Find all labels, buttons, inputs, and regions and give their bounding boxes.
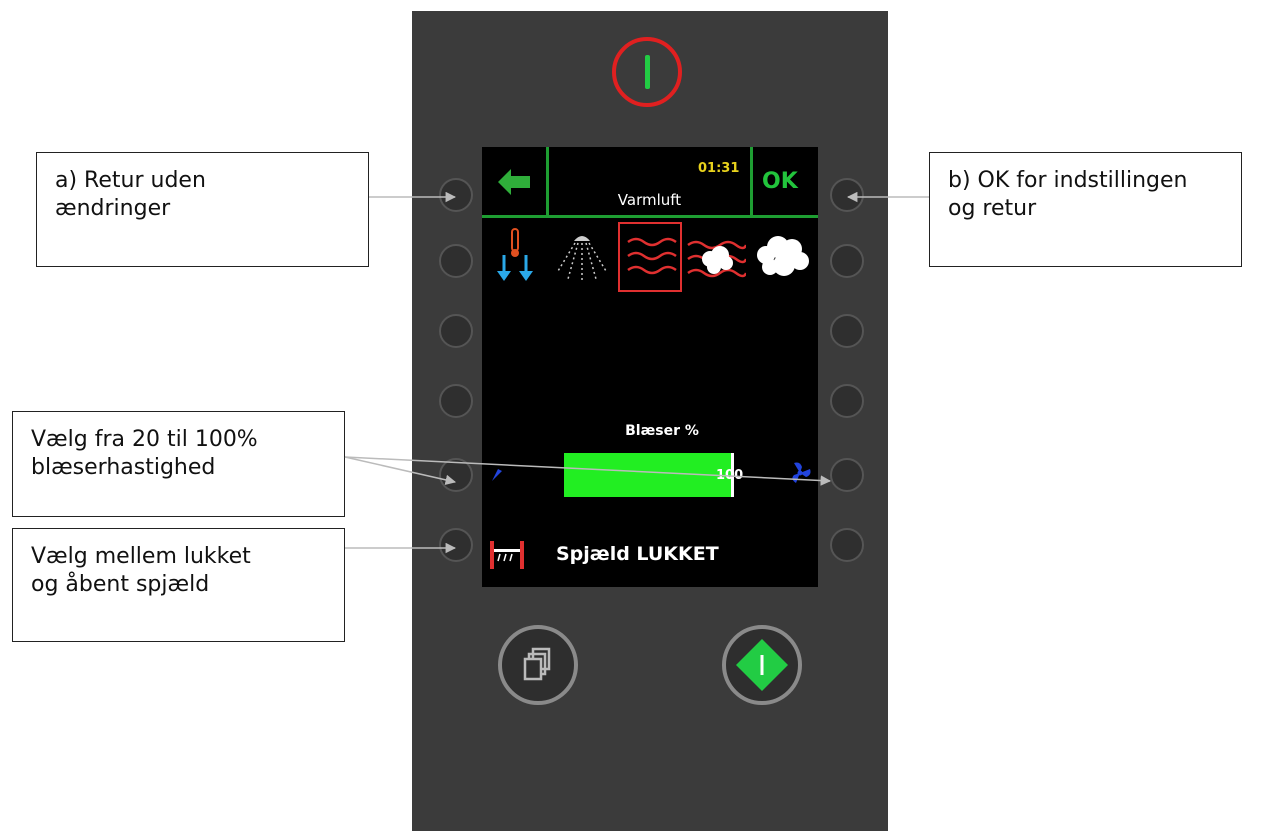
side-button-right-1[interactable] [830,178,864,212]
side-button-right-4[interactable] [830,384,864,418]
callout-damper: Vælg mellem lukket og åbent spjæld [12,528,345,642]
side-button-left-6[interactable] [439,528,473,562]
copy-pages-icon [523,647,551,681]
header-divider-right [750,147,753,215]
back-arrow-icon[interactable] [498,169,530,195]
fan-high-icon[interactable] [788,461,812,485]
side-button-left-3[interactable] [439,314,473,348]
callout-fan-speed: Vælg fra 20 til 100% blæserhastighed [12,411,345,517]
side-button-left-2[interactable] [439,244,473,278]
fan-speed-value: 100 [716,468,744,483]
thermometer-down-icon[interactable] [488,225,548,285]
side-button-left-1[interactable] [439,178,473,212]
shower-icon[interactable] [552,225,612,285]
fan-label: Blæser % [625,423,699,439]
fan-speed-fill [564,453,734,497]
header-divider-left [546,147,549,215]
power-icon [644,55,650,89]
cloud-icon[interactable] [752,225,812,285]
cloud-waves-icon[interactable] [686,225,746,285]
callout-ok: b) OK for indstillingen og retur [929,152,1242,267]
callout-return: a) Retur uden ændringer [36,152,369,267]
side-button-left-5[interactable] [439,458,473,492]
damper-status: Spjæld LUKKET [556,543,719,565]
start-diamond-icon [736,639,788,691]
side-button-right-2[interactable] [830,244,864,278]
start-button[interactable] [722,625,802,705]
programs-button[interactable] [498,625,578,705]
program-title: Varmluft [617,191,682,209]
fan-low-icon[interactable] [488,465,506,483]
power-button[interactable] [612,37,682,107]
display-screen: 01:31 Varmluft OK [482,147,818,587]
header-divider [482,215,818,218]
side-button-right-3[interactable] [830,314,864,348]
side-button-left-4[interactable] [439,384,473,418]
hot-air-mode[interactable] [618,222,682,292]
ok-button[interactable]: OK [762,169,798,194]
damper-closed-icon[interactable] [488,537,528,571]
fan-speed-bar[interactable] [564,453,734,497]
side-button-right-6[interactable] [830,528,864,562]
side-button-right-5[interactable] [830,458,864,492]
clock-time: 01:31 [698,161,740,176]
wavy-lines-icon [627,237,677,275]
